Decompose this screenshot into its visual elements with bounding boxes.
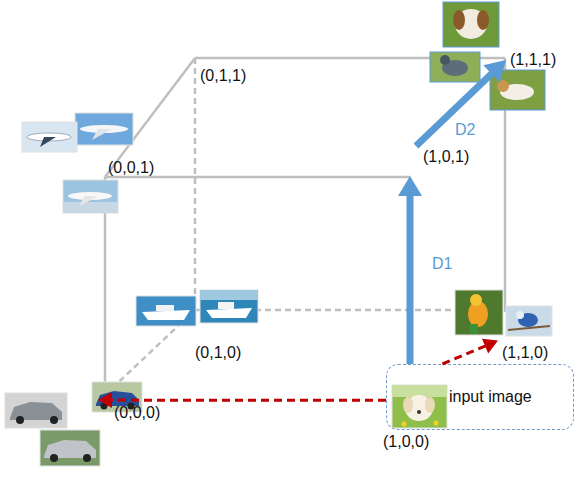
plane-wing (40, 137, 56, 147)
coordinate-label: (1,0,1) (423, 148, 504, 166)
vertex-node: (0,0,0) (98, 395, 180, 425)
coordinate-label: (0,0,0) (114, 404, 180, 422)
arrow-line (109, 399, 386, 402)
boat-cabin (156, 305, 174, 311)
arrow-head (483, 60, 506, 82)
bird-thumbnail (455, 290, 503, 335)
photo-frame (392, 385, 447, 428)
vertex-node: (0,1,0) (192, 340, 262, 364)
plane-wing (80, 196, 98, 206)
input-dog-thumbnail (392, 385, 447, 428)
cube-edge (105, 176, 410, 179)
car-wheel (101, 403, 108, 410)
boat-thumbnail (200, 290, 258, 323)
airplane-thumbnail (22, 122, 77, 152)
dog-thumbnail (430, 52, 480, 82)
direction-arrow (416, 60, 506, 146)
photo-frame (506, 306, 552, 336)
arrow-head (482, 339, 498, 354)
boat-hull (142, 310, 190, 320)
photo-frame (22, 122, 77, 152)
arrow-head (98, 392, 112, 408)
coordinate-label: (0,0,1) (108, 159, 174, 177)
dashed-arrow (442, 339, 498, 364)
edge-label: D1 (432, 255, 452, 273)
dashed-arrow (98, 392, 386, 408)
coordinate-label: (0,1,0) (195, 344, 262, 362)
boat-thumbnail (136, 296, 196, 326)
car-wheel (83, 454, 91, 462)
vertex-node: (1,1,1) (506, 48, 578, 72)
coordinate-label: (1,1,0) (502, 344, 574, 362)
photo-frame (136, 296, 196, 326)
photo-frame (63, 180, 118, 213)
sky-band (200, 290, 258, 300)
dog-ear (477, 10, 489, 30)
plane-wing (92, 129, 112, 140)
photo-frame (200, 290, 258, 323)
coordinate-label: (0,1,1) (200, 67, 270, 85)
dog-ear (425, 397, 435, 413)
car-wheel (50, 416, 58, 424)
airplane-thumbnail (63, 180, 118, 213)
bird-thumbnail (506, 306, 552, 336)
car-wheel (50, 454, 58, 462)
arrow-head (398, 176, 422, 196)
dog-ear (403, 397, 413, 413)
branch (508, 326, 550, 330)
car-thumbnail (40, 430, 100, 466)
flower (434, 421, 439, 426)
coordinate-label: (1,0,0) (383, 433, 429, 451)
car-wheel (16, 416, 24, 424)
hidden-cube-edge (194, 58, 197, 310)
flower (402, 422, 407, 427)
dog-head (497, 80, 509, 92)
photo-frame (443, 2, 499, 47)
parrot-tail (470, 324, 478, 334)
photo-frame (5, 393, 67, 428)
vertex-node: (1,0,1) (404, 146, 504, 176)
boat-cabin (218, 302, 234, 309)
boat-hull (206, 308, 252, 318)
car-thumbnail (5, 393, 67, 428)
box-label: input image (449, 388, 532, 406)
jay-head (516, 311, 524, 319)
parrot-head (470, 294, 482, 306)
photo-frame (455, 290, 503, 335)
arrow-line (407, 192, 414, 364)
cube-edges (105, 58, 505, 398)
airplane-thumbnail (75, 113, 133, 145)
photo-frame (75, 113, 133, 145)
photo-frame (490, 70, 545, 110)
dog-head (440, 55, 450, 65)
arrow-line (442, 345, 487, 364)
coordinate-label: (1,1,1) (510, 51, 578, 69)
edge-label: D2 (455, 121, 475, 139)
input-image-box: input image(1,0,0) (386, 364, 574, 430)
dog-ear (453, 10, 465, 30)
cloud-band (63, 202, 118, 213)
direction-arrow (398, 176, 422, 364)
vertex-node: (0,0,1) (106, 157, 174, 179)
vertex-node: (1,1,0) (498, 338, 574, 364)
photo-frame (430, 52, 480, 82)
photo-frame (40, 430, 100, 466)
dog-thumbnail (490, 70, 545, 110)
dog-thumbnail (443, 2, 499, 47)
vertex-node: (0,1,1) (198, 64, 270, 88)
dog-nose (417, 410, 421, 414)
arrow-line (416, 71, 494, 146)
